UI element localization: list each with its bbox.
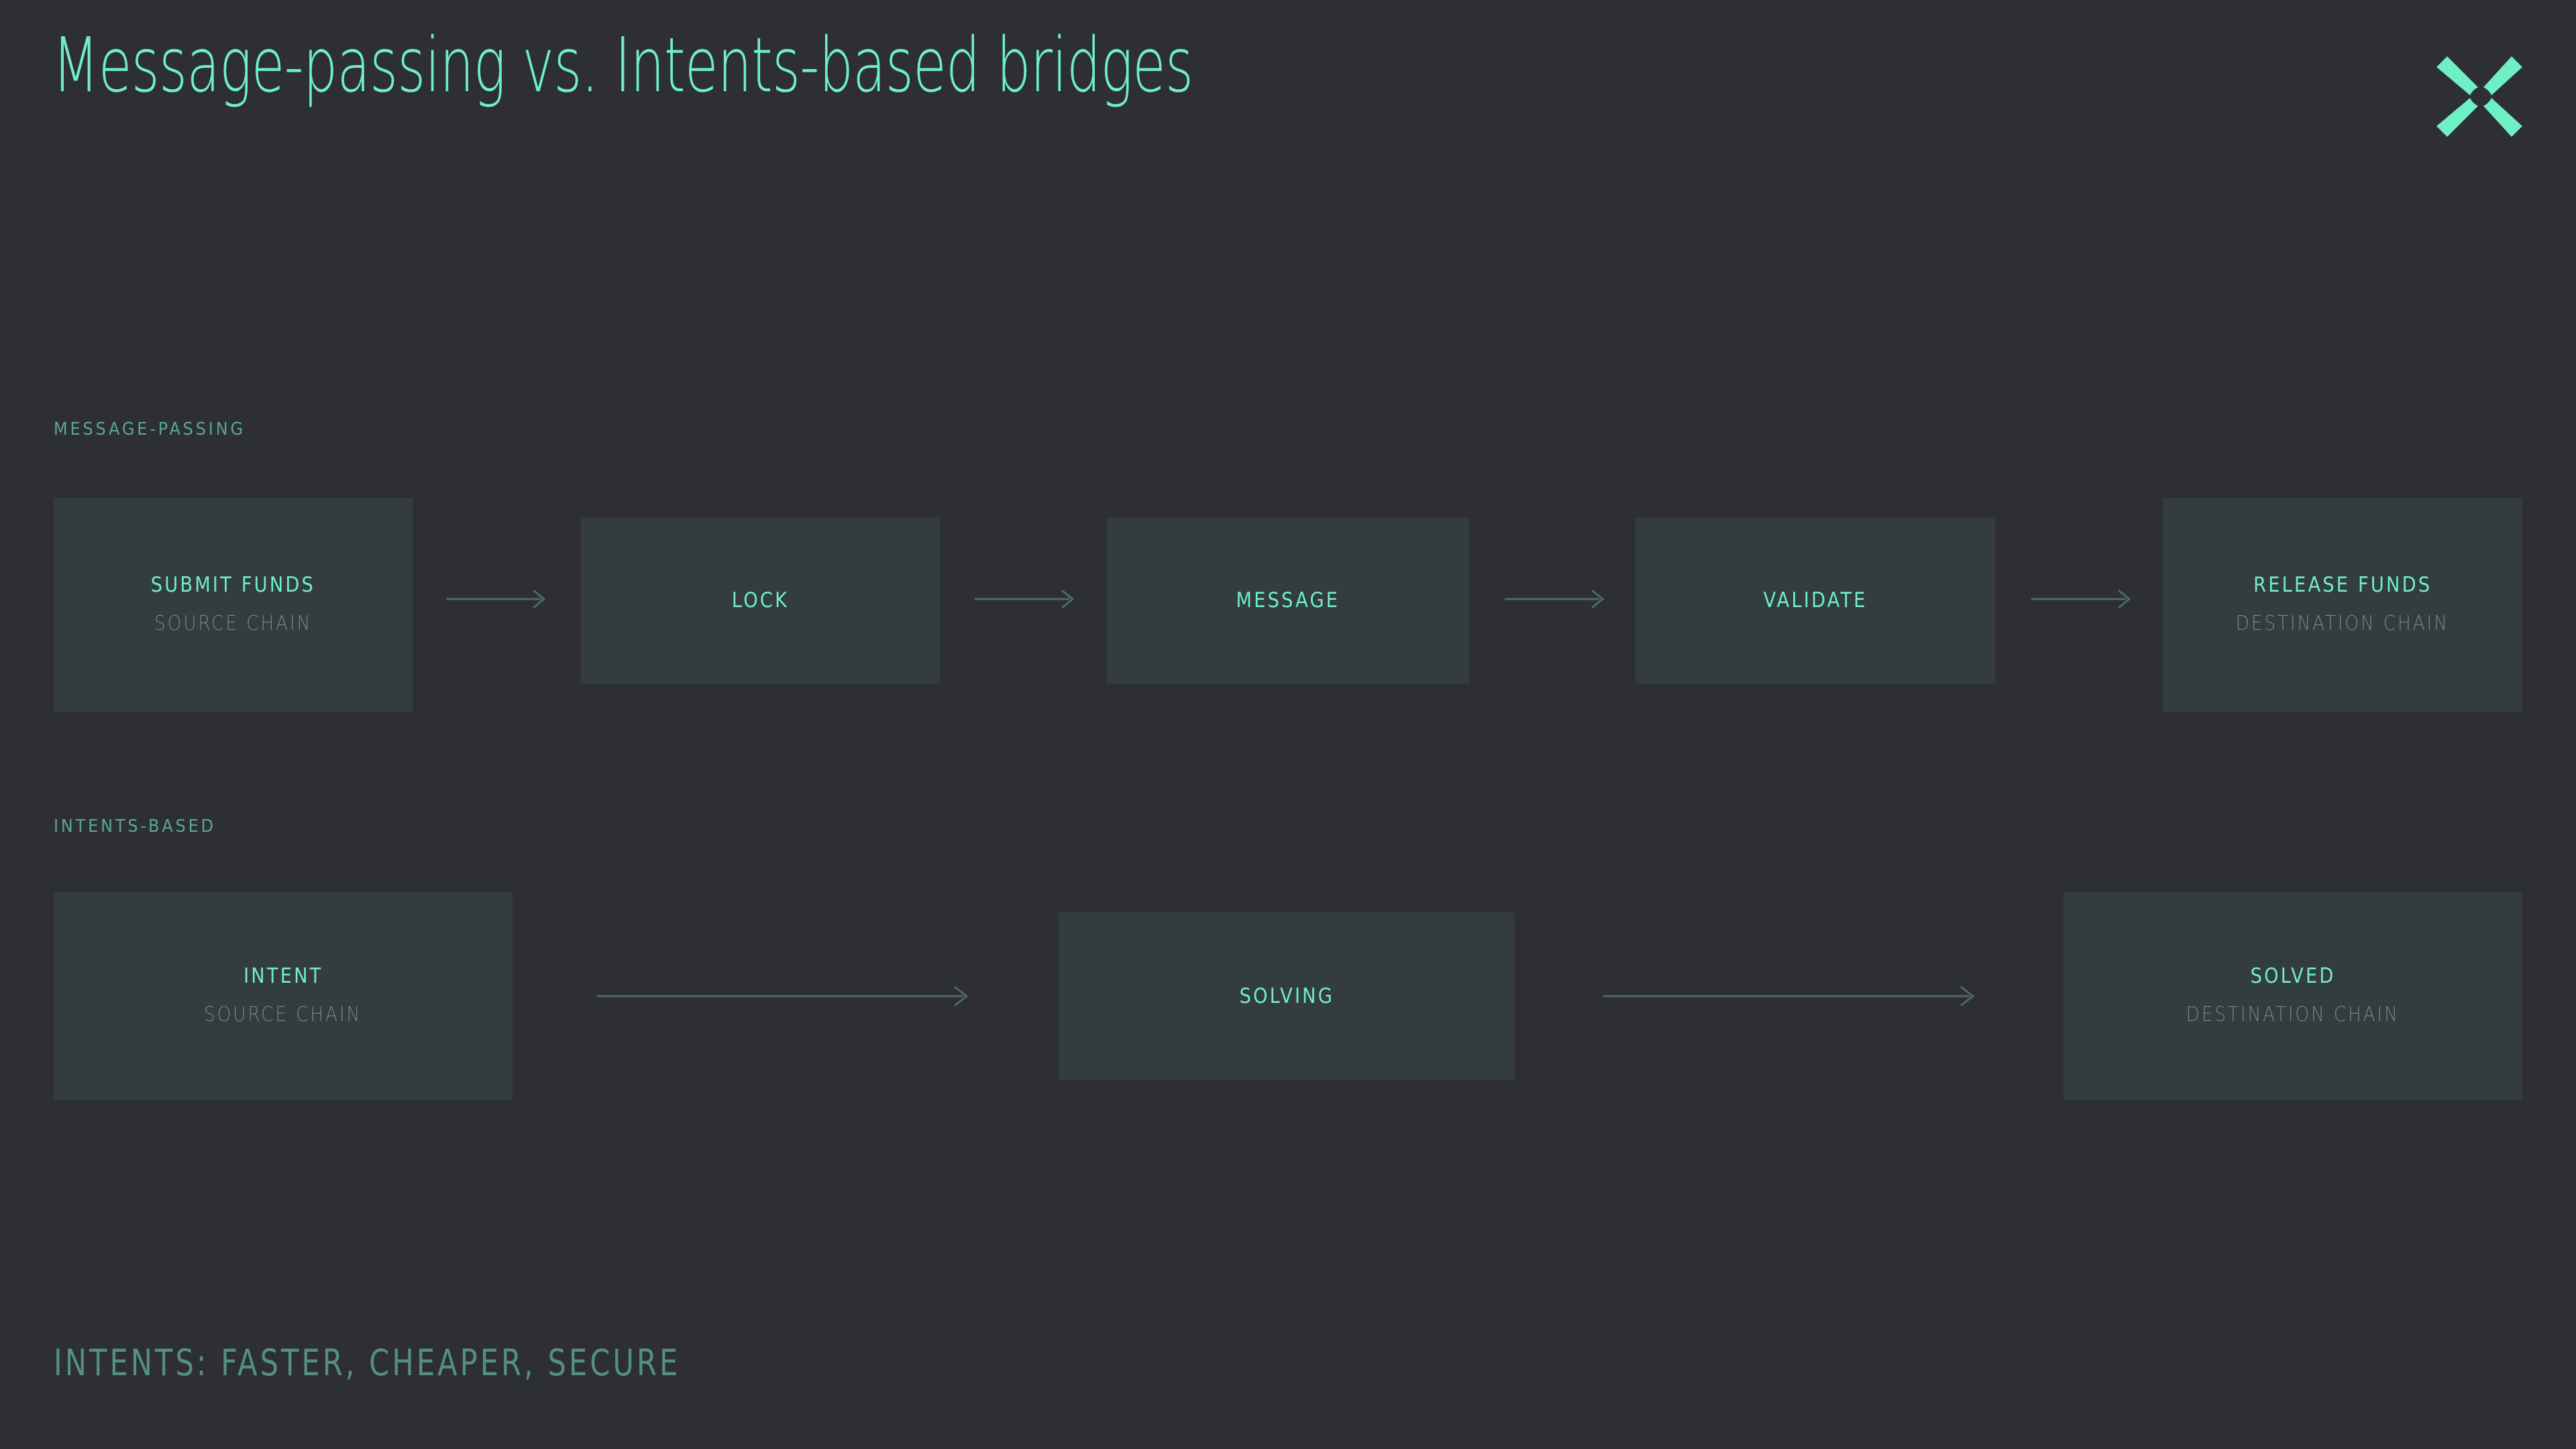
section-label-message-passing: MESSAGE-PASSING <box>54 419 246 439</box>
footer-note: INTENTS: FASTER, CHEAPER, SECURE <box>54 1342 681 1384</box>
flow-arrow-right-icon <box>975 586 1079 612</box>
flow-node-title: MESSAGE <box>1236 588 1340 612</box>
flow-node-submit-funds[interactable]: SUBMIT FUNDS SOURCE CHAIN <box>54 498 413 712</box>
flow-node-title: SUBMIT FUNDS <box>150 572 316 597</box>
flow-node-title: LOCK <box>731 588 790 612</box>
section-label-intents-based: INTENTS-BASED <box>54 816 216 837</box>
flow-node-intent[interactable]: INTENT SOURCE CHAIN <box>54 892 513 1100</box>
x-mark-logo-icon <box>2434 54 2525 140</box>
flow-node-title: INTENT <box>243 963 323 988</box>
flow-node-title: VALIDATE <box>1763 588 1868 612</box>
flow-node-validate[interactable]: VALIDATE <box>1635 517 1995 684</box>
flow-node-lock[interactable]: LOCK <box>581 517 940 684</box>
flow-arrow-right-icon <box>446 586 550 612</box>
flow-arrow-right-icon <box>1505 586 1609 612</box>
flow-node-subtitle: DESTINATION CHAIN <box>2235 611 2450 635</box>
flow-node-title: RELEASE FUNDS <box>2253 572 2432 597</box>
flow-node-subtitle: SOURCE CHAIN <box>204 1002 362 1026</box>
flow-arrow-right-icon <box>1603 983 1979 1010</box>
flow-node-release-funds[interactable]: RELEASE FUNDS DESTINATION CHAIN <box>2163 498 2522 712</box>
flow-node-solving[interactable]: SOLVING <box>1059 912 1515 1080</box>
flow-node-solved[interactable]: SOLVED DESTINATION CHAIN <box>2063 892 2522 1100</box>
flow-node-subtitle: DESTINATION CHAIN <box>2186 1002 2400 1026</box>
flow-node-subtitle: SOURCE CHAIN <box>154 611 313 635</box>
flow-arrow-right-icon <box>2031 586 2135 612</box>
page-title: Message-passing vs. Intents-based bridge… <box>52 22 1193 109</box>
flow-arrow-right-icon <box>597 983 973 1010</box>
flow-node-message[interactable]: MESSAGE <box>1107 517 1469 684</box>
flow-node-title: SOLVING <box>1239 984 1334 1008</box>
flow-node-title: SOLVED <box>2250 963 2336 988</box>
